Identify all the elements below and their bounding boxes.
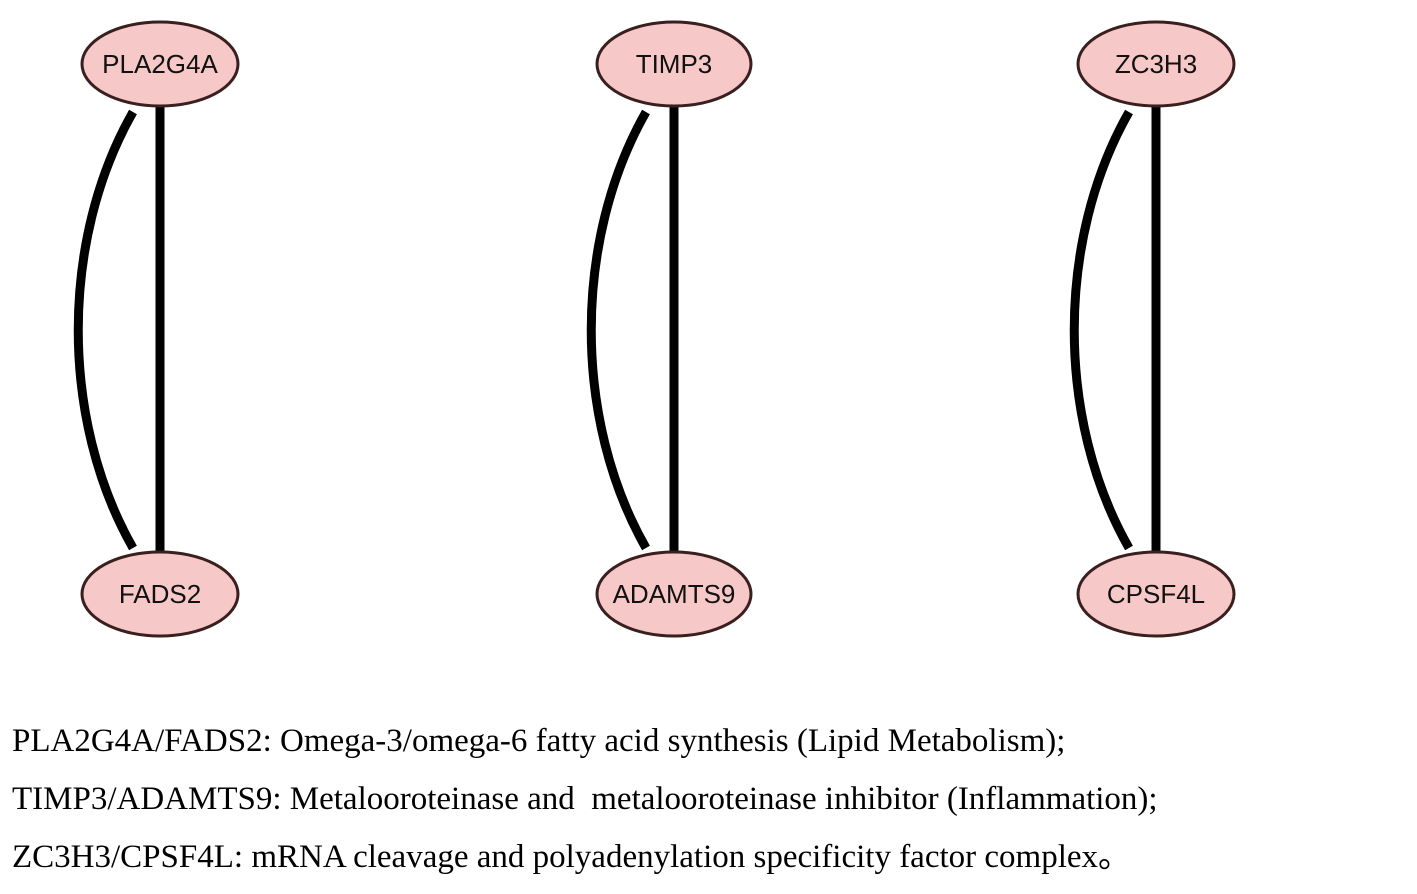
node-adamts9[interactable]: ADAMTS9 <box>595 550 753 638</box>
gene-pair-3: ZC3H3 CPSF4L <box>1069 20 1236 638</box>
gene-pair-2: TIMP3 ADAMTS9 <box>586 20 753 638</box>
node-pla2g4a[interactable]: PLA2G4A <box>80 20 240 108</box>
caption-line-3: ZC3H3/CPSF4L: mRNA cleavage and polyaden… <box>12 839 1132 875</box>
node-label: TIMP3 <box>636 49 713 79</box>
node-zc3h3[interactable]: ZC3H3 <box>1076 20 1236 108</box>
node-label: ZC3H3 <box>1115 49 1197 79</box>
node-label: CPSF4L <box>1107 579 1205 609</box>
node-label: PLA2G4A <box>102 49 218 79</box>
caption-line-2: TIMP3/ADAMTS9: Metalooroteinase and meta… <box>12 781 1158 817</box>
node-timp3[interactable]: TIMP3 <box>595 20 753 108</box>
node-label: FADS2 <box>119 579 201 609</box>
edge-curved-3 <box>1069 109 1133 551</box>
gene-pair-1: PLA2G4A FADS2 <box>73 20 240 638</box>
caption-line-1: PLA2G4A/FADS2: Omega-3/omega-6 fatty aci… <box>12 723 1066 759</box>
node-cpsf4l[interactable]: CPSF4L <box>1076 550 1236 638</box>
edge-curved-1 <box>73 109 137 551</box>
edge-curved-2 <box>586 109 650 551</box>
node-fads2[interactable]: FADS2 <box>80 550 240 638</box>
network-diagram: PLA2G4A FADS2 TIMP3 ADAMTS9 ZC3H3 CPSF4L <box>73 20 1236 638</box>
caption-block: PLA2G4A/FADS2: Omega-3/omega-6 fatty aci… <box>12 712 1412 886</box>
node-label: ADAMTS9 <box>613 579 736 609</box>
